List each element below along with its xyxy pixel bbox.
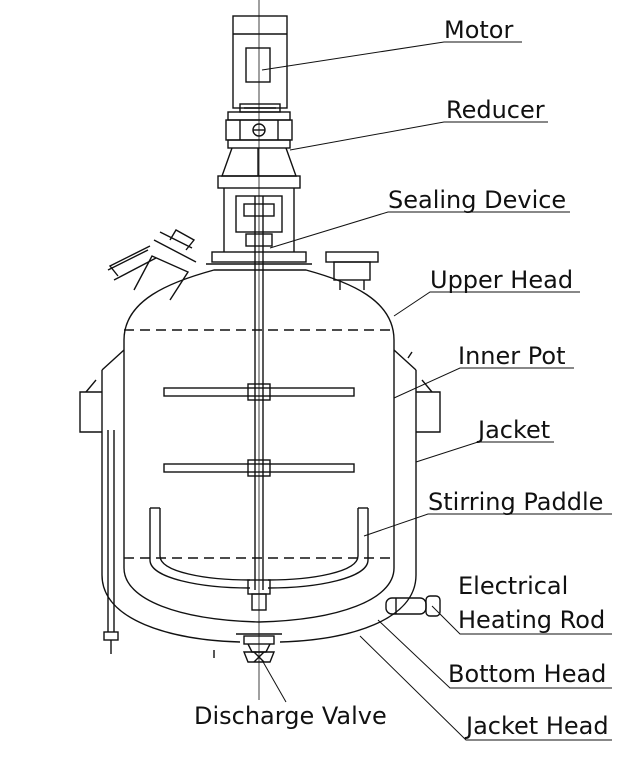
label-discharge-valve: Discharge Valve — [194, 702, 387, 730]
label-jacket-head: Jacket Head — [464, 712, 609, 740]
heating-rod-drawing — [385, 595, 441, 617]
label-stirring-paddle: Stirring Paddle — [428, 488, 603, 516]
jacket-drawing — [79, 349, 441, 575]
label-sealing-device: Sealing Device — [388, 186, 566, 214]
label-reducer: Reducer — [446, 96, 545, 124]
label-upper-head: Upper Head — [430, 266, 573, 294]
left-nozzle — [107, 229, 197, 301]
stirring-paddle-drawing — [149, 383, 369, 611]
label-bottom-head: Bottom Head — [448, 660, 606, 688]
label-jacket: Jacket — [476, 416, 550, 444]
bottom-head-drawing — [101, 567, 417, 643]
motor-drawing — [232, 15, 288, 113]
inner-pot-drawing — [123, 340, 395, 568]
label-motor: Motor — [444, 16, 513, 44]
discharge-valve-drawing — [213, 635, 276, 663]
left-drain-pipe — [103, 430, 119, 654]
agitator-shaft — [254, 0, 264, 700]
upper-head-drawing — [123, 269, 395, 341]
label-electrical-heating-rod-line1: Electrical — [458, 572, 568, 600]
label-inner-pot: Inner Pot — [458, 342, 565, 370]
leader-lines — [261, 41, 612, 741]
label-electrical-heating-rod-line2: Heating Rod — [458, 606, 605, 634]
right-nozzle — [325, 251, 379, 290]
